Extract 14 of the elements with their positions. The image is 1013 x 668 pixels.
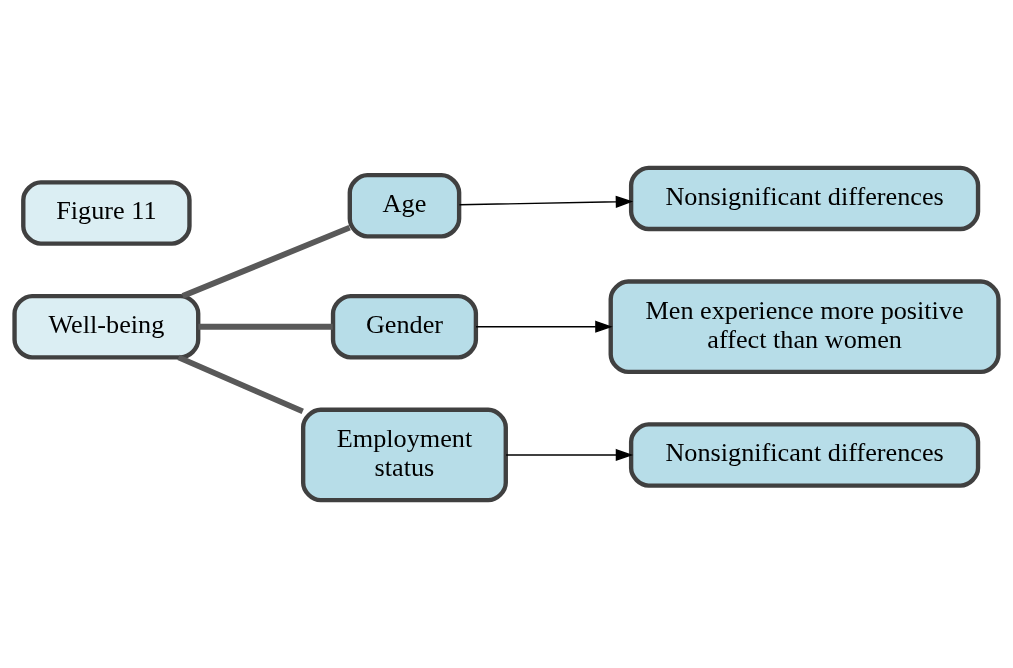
node-box: Well-being (12, 293, 201, 360)
connector (181, 224, 351, 299)
arrow (458, 195, 634, 208)
node-box: Nonsignificant differences (628, 165, 981, 232)
node-box: Employment status (300, 407, 508, 503)
arrow (475, 320, 613, 333)
connector (177, 354, 304, 415)
arrow (505, 448, 634, 462)
connector (198, 323, 333, 330)
node-box: Age (347, 172, 462, 239)
node-box: Nonsignificant differences (628, 422, 981, 488)
node-box: Figure 11 (21, 180, 192, 246)
node-box: Men experience more positive affect than women (608, 279, 1001, 375)
node-box: Gender (330, 293, 479, 360)
